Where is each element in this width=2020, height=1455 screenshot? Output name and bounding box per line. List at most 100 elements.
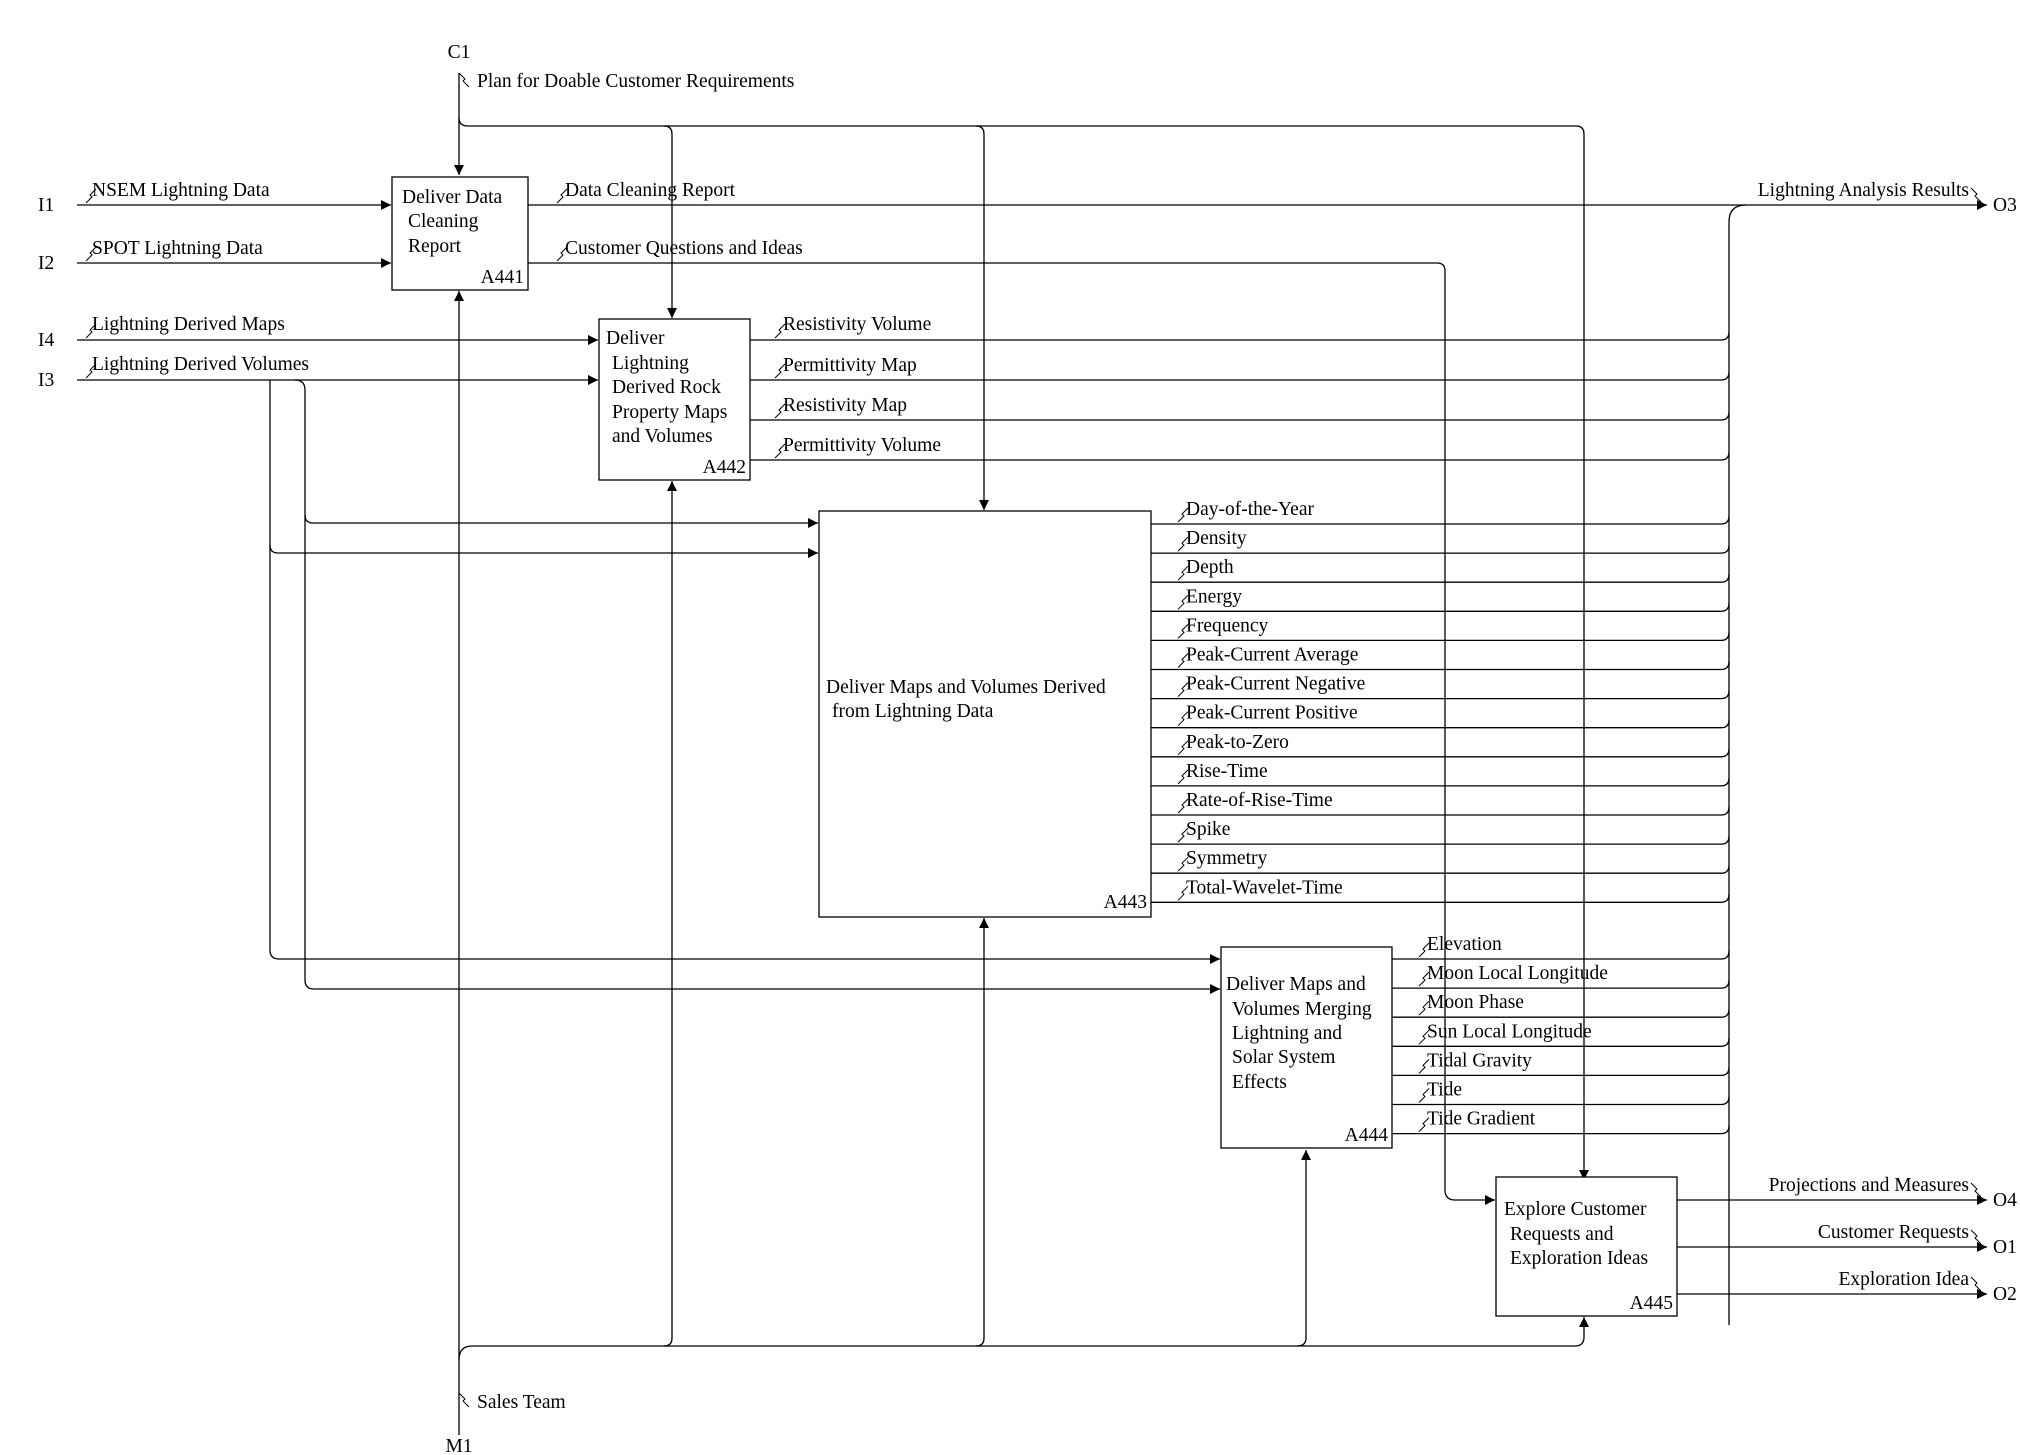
i3-to-a444-line1 — [269, 545, 1220, 964]
box-label: Deliver Maps and — [1226, 974, 1366, 995]
a442-output-line — [750, 451, 1730, 461]
box-id: A444 — [1345, 1125, 1389, 1146]
mechanism-arrow-a443 — [975, 918, 989, 1347]
squiggle — [1177, 682, 1189, 697]
input-label-i1: NSEM Lightning Data — [92, 180, 270, 201]
a444-output-line — [1392, 1009, 1730, 1018]
squiggle — [1177, 827, 1189, 843]
a443-output-line — [1151, 661, 1730, 671]
squiggle — [1418, 1059, 1430, 1074]
squiggle — [1970, 1229, 1982, 1245]
activity-box-a445[interactable]: Explore Customer Requests and Exploratio… — [1495, 1176, 1678, 1317]
box-label: Solar System — [1232, 1047, 1335, 1068]
a443-output-line — [1151, 865, 1730, 874]
squiggle — [1177, 740, 1189, 756]
a442-output-line — [750, 411, 1730, 421]
a444-output-label: Moon Local Longitude — [1427, 963, 1608, 984]
output-label-o4: Projections and Measures — [1769, 1175, 1969, 1196]
squiggle — [1177, 536, 1189, 552]
box-label: from Lightning Data — [832, 701, 994, 722]
box-id: A445 — [1630, 1293, 1673, 1314]
a442-output-label: Resistivity Volume — [783, 314, 931, 335]
a443-output-label: Energy — [1186, 586, 1242, 607]
a443-output-line — [1151, 777, 1730, 787]
a443-output-line — [1151, 545, 1730, 554]
squiggle — [556, 246, 568, 262]
box-label: Property Maps — [612, 402, 727, 423]
a444-output-label: Elevation — [1427, 934, 1502, 955]
a443-output-label: Peak-Current Average — [1186, 645, 1358, 666]
a443-output-label: Peak-Current Positive — [1186, 703, 1358, 724]
a442-output-label: Resistivity Map — [783, 395, 907, 416]
box-id: A442 — [703, 457, 746, 478]
input-label-i2: SPOT Lightning Data — [92, 238, 263, 259]
control-arrow-a443 — [975, 125, 989, 510]
squiggle — [1177, 653, 1189, 668]
output-label-o2: Exploration Idea — [1839, 1269, 1970, 1290]
control-arrow-a442 — [663, 125, 677, 318]
squiggle — [1418, 971, 1430, 987]
squiggle — [1418, 1088, 1430, 1103]
mechanism-arrow-a442 — [663, 481, 677, 1347]
output-label-o3: Lightning Analysis Results — [1758, 180, 1969, 201]
squiggle — [1418, 1000, 1430, 1016]
a442-output-label: Permittivity Map — [783, 355, 917, 376]
a443-output-label: Total-Wavelet-Time — [1186, 877, 1343, 898]
output-code-o4: O4 — [1993, 1190, 2017, 1211]
a441-output-label: Customer Questions and Ideas — [565, 238, 803, 259]
squiggle — [85, 188, 97, 204]
squiggle — [1177, 856, 1189, 872]
i3-to-a444-line2 — [304, 515, 1220, 994]
squiggle — [458, 1392, 470, 1408]
squiggle — [1970, 1276, 1982, 1292]
a443-output-line — [1151, 603, 1730, 612]
output-join-bar — [1728, 204, 1747, 1325]
box-label: Cleaning — [408, 211, 479, 232]
a444-output-line — [1392, 1067, 1730, 1077]
box-label: Requests and — [1510, 1224, 1614, 1245]
box-label: Effects — [1232, 1072, 1287, 1093]
a444-output-line — [1392, 1125, 1730, 1135]
mechanism-arrow-a444 — [1296, 1150, 1311, 1347]
a443-output-label: Depth — [1186, 557, 1234, 578]
squiggle — [1177, 885, 1189, 901]
mechanism-label: Sales Team — [477, 1392, 566, 1413]
squiggle — [1177, 711, 1189, 727]
a443-output-label: Symmetry — [1186, 848, 1267, 869]
output-code-o3: O3 — [1993, 195, 2017, 216]
a443-output-line — [1151, 748, 1730, 758]
a443-output-line — [1151, 806, 1730, 816]
a443-output-label: Day-of-the-Year — [1186, 499, 1314, 520]
output-code-o1: O1 — [1993, 1237, 2017, 1258]
squiggle — [774, 403, 786, 419]
control-branch-line — [458, 117, 1589, 1180]
box-id: A441 — [481, 267, 524, 288]
activity-box-a442[interactable]: Deliver Lightning Derived Rock Property … — [598, 318, 751, 481]
mechanism-code: M1 — [445, 1436, 472, 1455]
squiggle — [1177, 594, 1189, 610]
box-label: Explore Customer — [1504, 1199, 1647, 1220]
a443-output-line — [1151, 894, 1730, 903]
a444-output-label: Moon Phase — [1427, 992, 1524, 1013]
a443-output-line — [1151, 515, 1730, 525]
activity-box-a441[interactable]: Deliver Data Cleaning Report A441 — [391, 176, 529, 291]
a444-output-line — [1392, 980, 1730, 989]
activity-box-a443[interactable]: Deliver Maps and Volumes Derived from Li… — [818, 510, 1152, 918]
a442-output-line — [750, 371, 1730, 381]
squiggle — [85, 363, 97, 379]
squiggle — [774, 443, 786, 459]
squiggle — [1177, 507, 1189, 523]
activity-box-a444[interactable]: Deliver Maps and Volumes Merging Lightni… — [1220, 946, 1393, 1149]
box-label: Deliver — [606, 328, 665, 349]
a444-output-label: Tide — [1427, 1080, 1462, 1101]
a444-output-line — [1392, 1096, 1730, 1106]
a443-output-label: Peak-Current Negative — [1186, 674, 1365, 695]
box-label: Report — [408, 236, 462, 257]
a443-output-label: Rise-Time — [1186, 761, 1268, 782]
input-code-i2: I2 — [38, 253, 54, 274]
mechanism-branch-line — [458, 1317, 1589, 1361]
box-label: Volumes Merging — [1232, 999, 1372, 1020]
squiggle — [85, 246, 97, 262]
box-label: Exploration Ideas — [1510, 1248, 1648, 1269]
